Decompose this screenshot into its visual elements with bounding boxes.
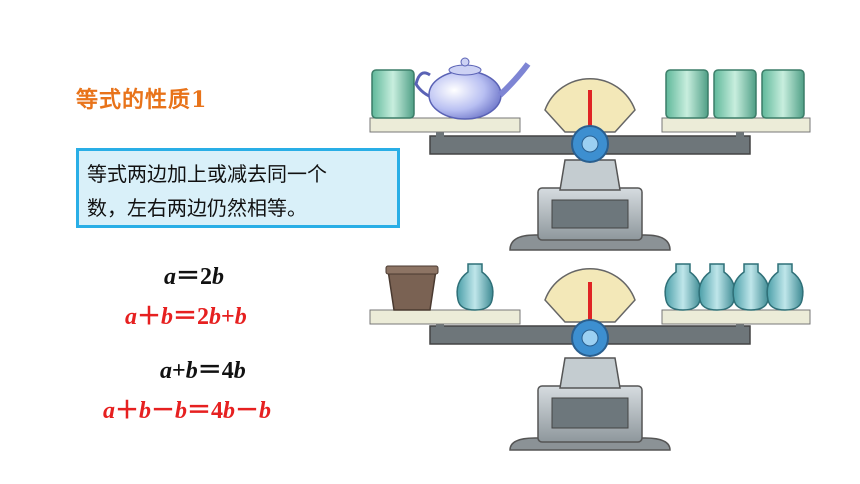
scale-display bbox=[551, 397, 629, 429]
vase-left bbox=[456, 263, 494, 311]
equation-1: a＝2b bbox=[164, 256, 224, 291]
teapot-handle bbox=[414, 71, 435, 100]
scale-pan-right bbox=[661, 117, 811, 133]
scale-neck bbox=[559, 159, 621, 191]
eq3-a: a bbox=[160, 358, 172, 384]
vase-right-2 bbox=[698, 263, 736, 311]
page-title: 等式的性质1 bbox=[76, 87, 208, 113]
eq1-a: a bbox=[164, 264, 176, 290]
scale-pan-left bbox=[369, 309, 521, 325]
eq2-b2: b bbox=[209, 304, 221, 330]
equation-4: a＋b－b＝4b－b bbox=[103, 390, 271, 425]
glass-right-2 bbox=[713, 69, 757, 119]
eq3-op2: ＝ bbox=[197, 358, 222, 384]
equation-2: a＋b＝2b+b bbox=[125, 296, 247, 331]
eq4-coef: 4 bbox=[211, 398, 223, 424]
eq3-b1: b bbox=[185, 358, 198, 384]
glass-right-3 bbox=[761, 69, 805, 119]
eq2-op2: ＝ bbox=[173, 304, 197, 330]
eq2-b3: b bbox=[234, 304, 247, 330]
eq2-coef: 2 bbox=[197, 304, 209, 330]
glass-left bbox=[371, 69, 415, 119]
eq2-a: a bbox=[125, 304, 137, 330]
eq3-b2: b bbox=[233, 358, 246, 384]
equation-3: a+b＝4b bbox=[160, 350, 246, 385]
eq3-coef: 4 bbox=[221, 358, 234, 384]
rule-box: 等式两边加上或减去同一个 数，左右两边仍然相等。 bbox=[76, 148, 400, 228]
flower-pot bbox=[387, 269, 437, 311]
scale-pivot-center bbox=[581, 135, 599, 153]
scale-pivot-center bbox=[581, 329, 599, 347]
teapot-body bbox=[428, 70, 502, 120]
eq4-op2: － bbox=[151, 398, 175, 424]
eq4-b4: b bbox=[259, 398, 271, 424]
eq4-op1: ＋ bbox=[115, 398, 139, 424]
scale-pan-left bbox=[369, 117, 521, 133]
flower-pot-rim bbox=[385, 265, 439, 275]
vase-right-3 bbox=[732, 263, 770, 311]
rule-line-2: 数，左右两边仍然相等。 bbox=[87, 196, 307, 220]
eq1-b: b bbox=[212, 264, 224, 290]
eq2-op1: ＋ bbox=[137, 304, 161, 330]
eq2-op3: + bbox=[221, 304, 235, 330]
scale-display bbox=[551, 199, 629, 229]
eq2-b1: b bbox=[161, 304, 173, 330]
balance-scale-bottom bbox=[369, 263, 811, 451]
scale-pan-right bbox=[661, 309, 811, 325]
rule-line-1: 等式两边加上或减去同一个 bbox=[87, 162, 327, 186]
eq4-op4: － bbox=[235, 398, 259, 424]
eq4-op3: ＝ bbox=[187, 398, 211, 424]
glass-right-1 bbox=[665, 69, 709, 119]
eq4-b3: b bbox=[223, 398, 235, 424]
eq1-op: ＝ bbox=[176, 264, 200, 290]
eq4-a: a bbox=[103, 398, 115, 424]
vase-right-1 bbox=[664, 263, 702, 311]
vase-right-4 bbox=[766, 263, 804, 311]
eq1-coef: 2 bbox=[200, 264, 212, 290]
balance-scale-top bbox=[369, 57, 811, 251]
eq3-op1: + bbox=[172, 358, 186, 384]
eq4-b1: b bbox=[139, 398, 151, 424]
teapot-spout bbox=[497, 62, 531, 98]
teapot-knob bbox=[460, 57, 470, 67]
eq4-b2: b bbox=[175, 398, 187, 424]
scale-neck bbox=[559, 357, 621, 389]
